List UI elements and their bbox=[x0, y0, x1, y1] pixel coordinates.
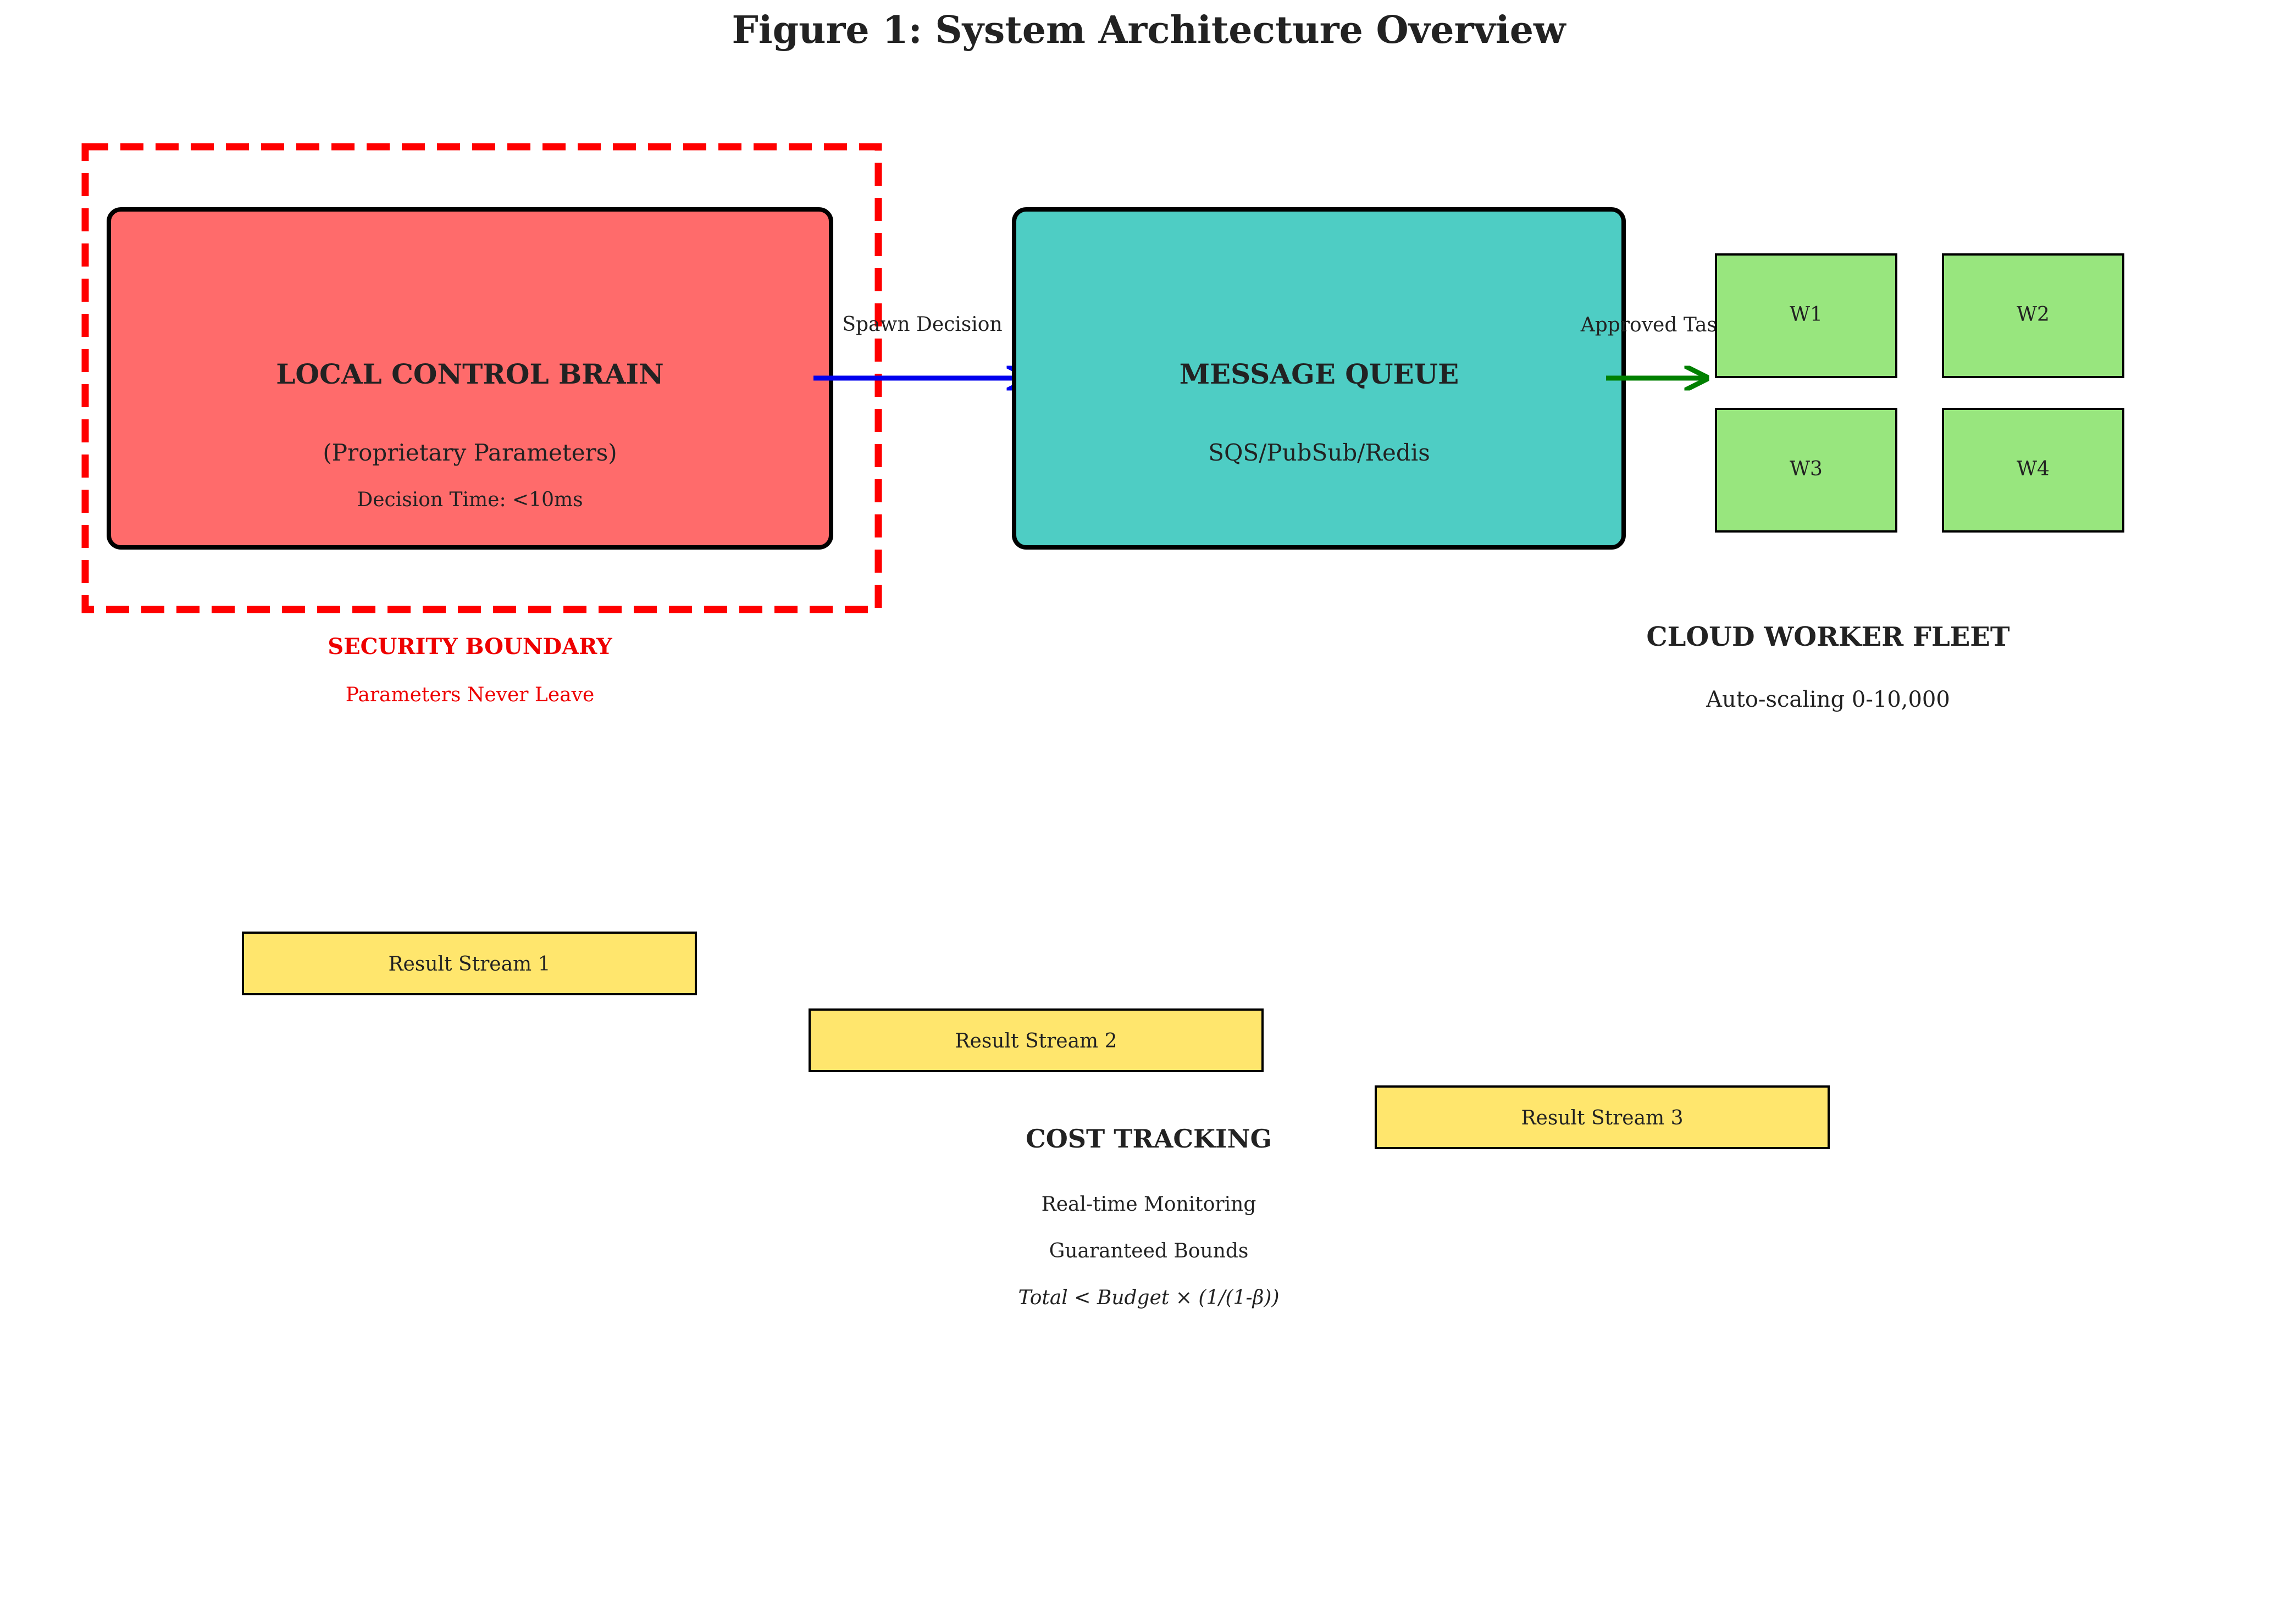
worker-w1-label: W1 bbox=[1790, 303, 1823, 326]
worker-w3-label: W3 bbox=[1790, 458, 1823, 480]
result-stream-1-label: Result Stream 1 bbox=[388, 953, 550, 975]
queue-subtitle: SQS/PubSub/Redis bbox=[1208, 439, 1430, 466]
result-stream-3-box bbox=[1375, 1085, 1830, 1149]
brain-title: LOCAL CONTROL BRAIN bbox=[276, 358, 664, 390]
worker-w4-box bbox=[1942, 408, 2124, 533]
worker-w1-box bbox=[1715, 253, 1897, 378]
security-boundary-note: Parameters Never Leave bbox=[346, 684, 595, 706]
cost-tracking-line2: Guaranteed Bounds bbox=[1049, 1240, 1249, 1262]
result-stream-2-box bbox=[809, 1008, 1264, 1072]
local-control-brain: LOCAL CONTROL BRAIN (Proprietary Paramet… bbox=[107, 207, 833, 550]
fleet-subtitle: Auto-scaling 0-10,000 bbox=[1706, 687, 1950, 712]
result-stream-1-box bbox=[242, 932, 697, 995]
brain-detail: Decision Time: <10ms bbox=[357, 489, 583, 511]
message-queue: MESSAGE QUEUE SQS/PubSub/Redis bbox=[1012, 207, 1626, 550]
worker-w2-label: W2 bbox=[2017, 303, 2050, 326]
approved-tasks-label: Approved Tasks bbox=[1580, 314, 1740, 336]
cost-tracking-formula: Total < Budget × (1/(1-β)) bbox=[1018, 1287, 1279, 1309]
queue-title: MESSAGE QUEUE bbox=[1180, 358, 1459, 390]
brain-subtitle: (Proprietary Parameters) bbox=[323, 439, 617, 466]
worker-w3-box bbox=[1715, 408, 1897, 533]
result-stream-3-label: Result Stream 3 bbox=[1521, 1107, 1683, 1129]
worker-w4-label: W4 bbox=[2017, 458, 2050, 480]
worker-fleet: W1 W2 W3 W4 bbox=[1715, 253, 2124, 533]
cost-tracking-title: COST TRACKING bbox=[1026, 1124, 1272, 1154]
worker-w2-box bbox=[1942, 253, 2124, 378]
fleet-title: CLOUD WORKER FLEET bbox=[1646, 622, 2009, 652]
figure-title: Figure 1: System Architecture Overview bbox=[732, 8, 1566, 52]
cost-tracking-line1: Real-time Monitoring bbox=[1042, 1193, 1256, 1216]
result-stream-2-label: Result Stream 2 bbox=[955, 1030, 1117, 1052]
spawn-decision-label: Spawn Decision bbox=[842, 313, 1002, 336]
security-boundary-label: SECURITY BOUNDARY bbox=[328, 634, 612, 659]
